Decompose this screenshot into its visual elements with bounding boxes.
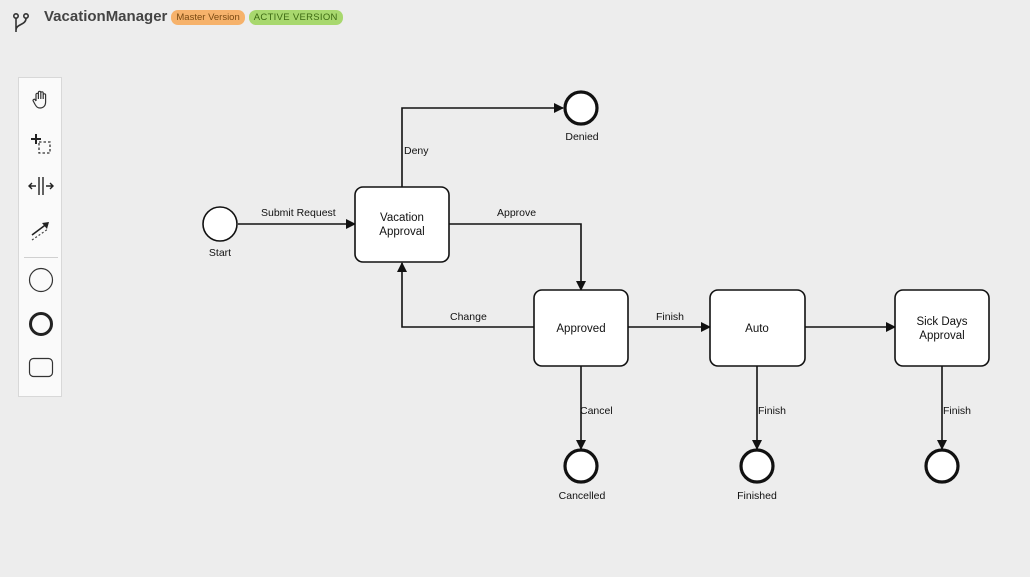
task-vacation-approval[interactable]: Vacation Approval <box>354 186 450 263</box>
hand-tool-icon[interactable] <box>25 84 57 116</box>
edge-label-deny: Deny <box>404 145 429 157</box>
edge-label-cancel: Cancel <box>580 405 613 417</box>
branch-icon <box>10 8 32 38</box>
lasso-tool-icon[interactable] <box>25 128 57 160</box>
edge-label-change: Change <box>450 311 487 323</box>
task-vacation-approval-line1: Vacation <box>380 212 424 224</box>
end-event-finished[interactable] <box>739 448 775 484</box>
start-event-icon[interactable] <box>25 264 57 296</box>
task-sick-days-approval-line1: Sick Days <box>916 316 967 328</box>
edge-label-approve: Approve <box>497 207 536 219</box>
edge-label-submit-request: Submit Request <box>261 207 336 219</box>
app-title: VacationManager <box>44 7 168 25</box>
task-sick-days-approval-line2: Approval <box>919 330 964 342</box>
tool-palette <box>18 77 62 397</box>
end-event-denied-label: Denied <box>565 131 598 143</box>
task-auto-label: Auto <box>745 323 769 335</box>
palette-separator <box>24 257 58 258</box>
end-event-denied[interactable] <box>563 90 599 126</box>
active-version-badge: ACTIVE VERSION <box>248 9 343 25</box>
task-approved[interactable]: Approved <box>533 289 629 367</box>
end-event-cancelled[interactable] <box>563 448 599 484</box>
edge-label-finish-sick: Finish <box>943 405 971 417</box>
end-event-sick-days[interactable] <box>924 448 960 484</box>
end-event-cancelled-label: Cancelled <box>559 490 606 502</box>
task-sick-days-approval[interactable]: Sick Days Approval <box>894 289 990 367</box>
task-vacation-approval-line2: Approval <box>379 226 424 238</box>
edge-label-finish-auto: Finish <box>758 405 786 417</box>
edge-change[interactable] <box>397 262 534 328</box>
start-event-label: Start <box>209 247 231 259</box>
connect-tool-icon[interactable] <box>25 214 57 246</box>
task-auto[interactable]: Auto <box>709 289 806 367</box>
header: VacationManager Master Version ACTIVE VE… <box>10 8 343 38</box>
start-event[interactable] <box>202 206 238 242</box>
task-icon[interactable] <box>25 352 57 384</box>
edge-deny[interactable] <box>401 103 564 187</box>
space-tool-icon[interactable] <box>25 170 57 202</box>
edge-label-finish-approved: Finish <box>656 311 684 323</box>
edge-approve[interactable] <box>449 223 586 291</box>
task-approved-label: Approved <box>556 323 605 335</box>
end-event-finished-label: Finished <box>737 490 777 502</box>
master-version-badge: Master Version <box>171 9 245 25</box>
end-event-icon[interactable] <box>25 308 57 340</box>
